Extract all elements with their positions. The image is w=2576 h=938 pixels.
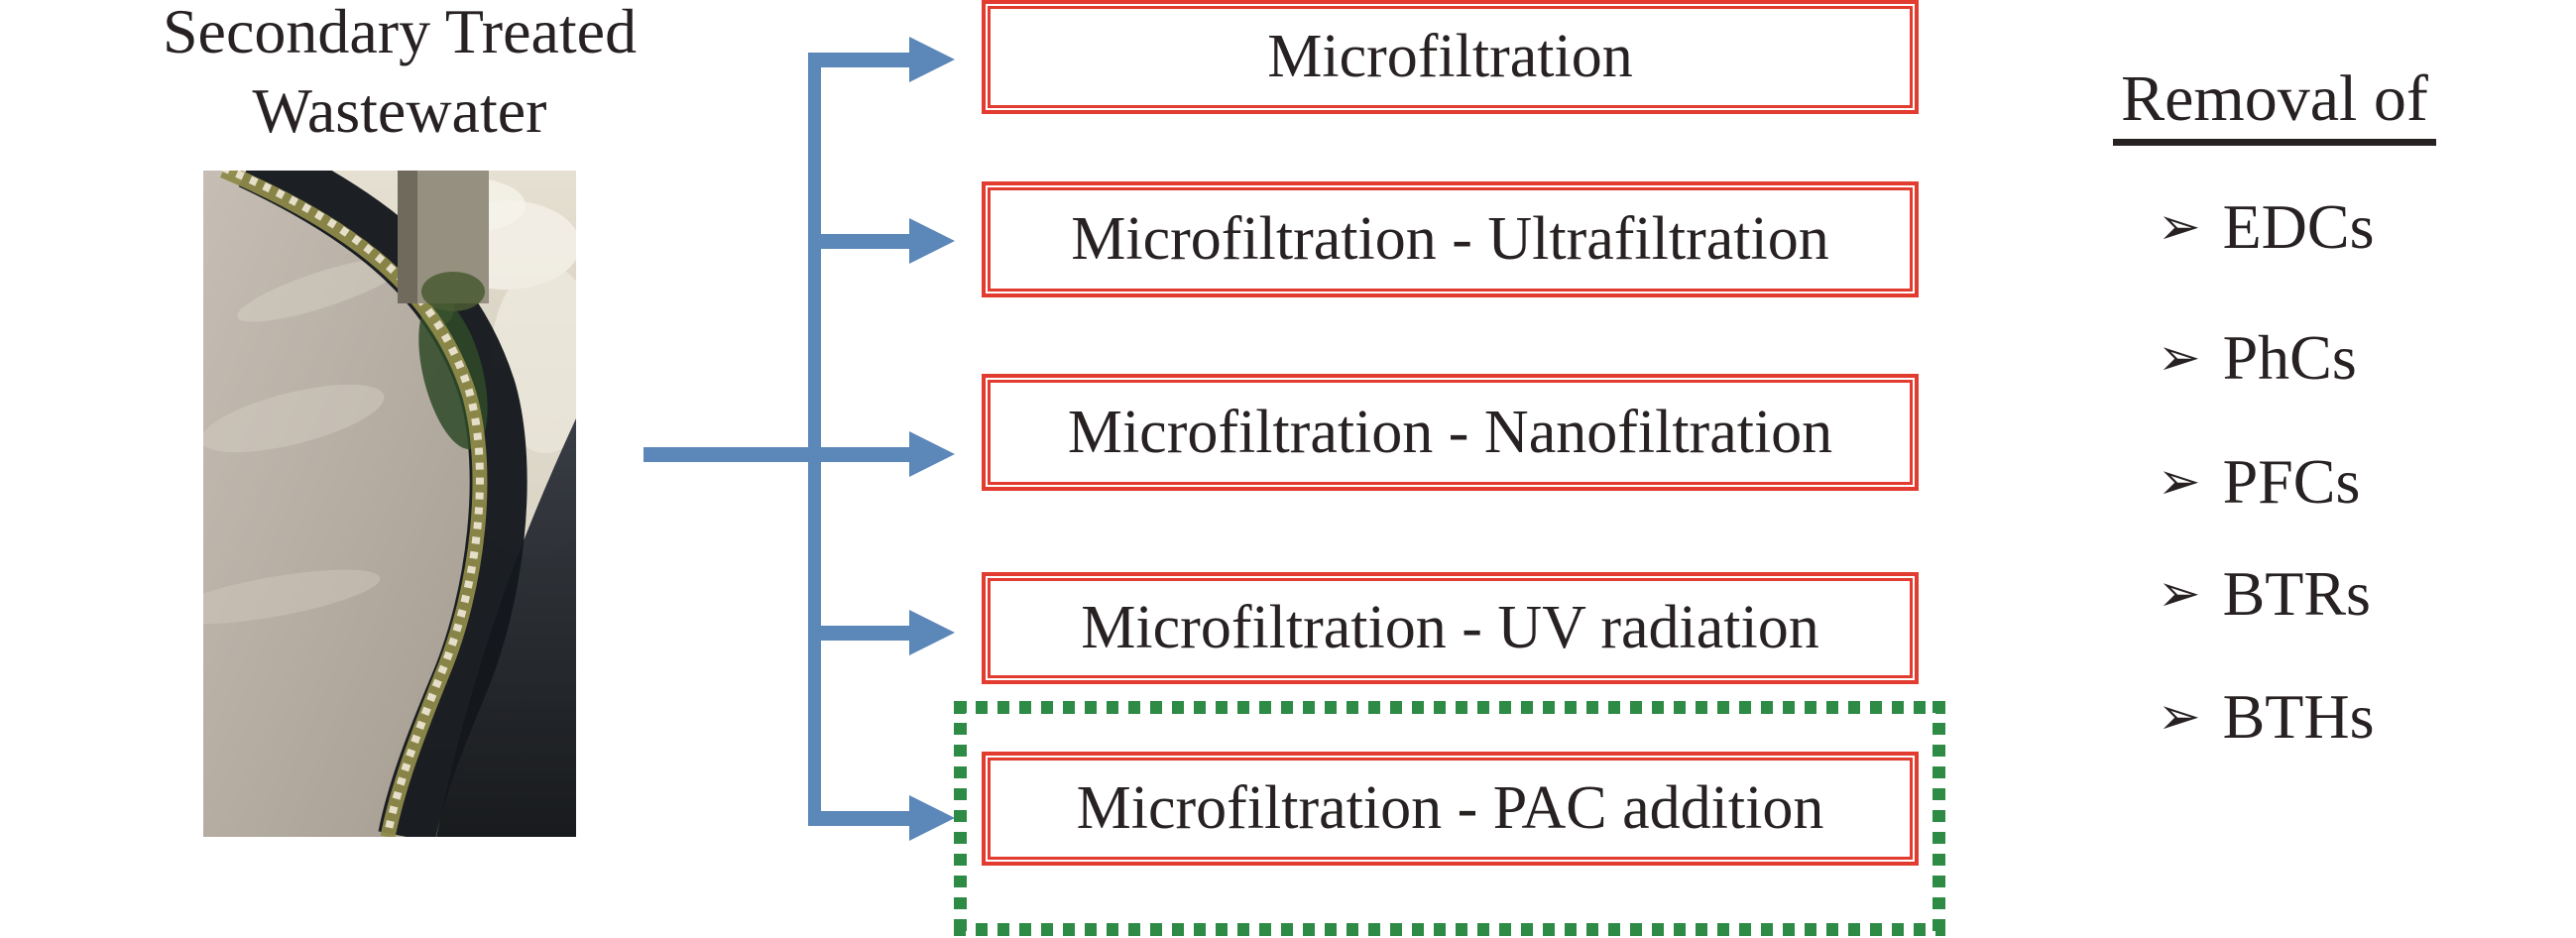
treatment-label: Microfiltration - PAC addition <box>1076 774 1824 842</box>
flow-arrow-5-head <box>909 795 955 841</box>
flow-arrow-5-shaft <box>808 811 909 826</box>
flow-arrow-2-shaft <box>808 234 909 249</box>
arrow-bullet-icon: ➢ <box>2158 687 2201 747</box>
removal-item-label: BTHs <box>2222 681 2375 752</box>
pac-highlight-left-edge <box>954 701 967 936</box>
arrow-bullet-icon: ➢ <box>2158 564 2201 624</box>
treatment-box-microfiltration: Microfiltration <box>982 0 1919 114</box>
flow-arrow-4-shaft <box>808 626 909 641</box>
removal-item-label: PhCs <box>2222 322 2357 393</box>
arrow-bullet-icon: ➢ <box>2158 328 2201 388</box>
treatment-label: Microfiltration <box>1267 23 1633 90</box>
flow-arrow-1-head <box>909 37 955 82</box>
treatment-label: Microfiltration - Ultrafiltration <box>1071 205 1829 273</box>
clarifier-photo-art <box>203 171 576 837</box>
pac-highlight-right-edge <box>1932 701 1945 936</box>
removal-heading-text: Removal of <box>2113 63 2436 146</box>
removal-item-pfcs: ➢ PFCs <box>2158 443 2360 521</box>
treatment-box-ultrafiltration: Microfiltration - Ultrafiltration <box>982 181 1919 297</box>
removal-item-bths: ➢ BTHs <box>2158 678 2374 756</box>
treatment-label: Microfiltration - UV radiation <box>1081 594 1819 661</box>
flow-arrow-2-head <box>909 218 955 264</box>
removal-item-edcs: ➢ EDCs <box>2158 188 2374 266</box>
removal-item-label: PFCs <box>2222 446 2361 517</box>
flow-arrow-4-head <box>909 610 955 655</box>
arrow-bullet-icon: ➢ <box>2158 452 2201 512</box>
treatment-label: Microfiltration - Nanofiltration <box>1067 398 1833 466</box>
removal-heading: Removal of <box>2094 63 2455 146</box>
treatment-box-inner: Microfiltration - Nanofiltration <box>988 380 1913 485</box>
feed-arrow-head <box>909 431 955 477</box>
treatment-box-inner: Microfiltration - PAC addition <box>988 758 1913 860</box>
removal-item-btrs: ➢ BTRs <box>2158 555 2371 633</box>
branch-trunk-line <box>808 53 821 826</box>
source-title-line2: Wastewater <box>252 75 547 146</box>
arrow-bullet-icon: ➢ <box>2158 197 2201 257</box>
pac-highlight-top-edge <box>954 701 1945 714</box>
flow-arrow-1-shaft <box>808 53 909 67</box>
pac-highlight-bottom-edge <box>954 923 1945 936</box>
treatment-box-inner: Microfiltration - Ultrafiltration <box>988 187 1913 292</box>
treatment-box-pac-addition: Microfiltration - PAC addition <box>982 752 1919 866</box>
treatment-box-nanofiltration: Microfiltration - Nanofiltration <box>982 374 1919 491</box>
treatment-box-uv-radiation: Microfiltration - UV radiation <box>982 572 1919 684</box>
removal-item-phcs: ➢ PhCs <box>2158 319 2357 397</box>
feed-arrow-shaft <box>644 447 909 462</box>
removal-item-label: BTRs <box>2222 558 2371 629</box>
source-title-line1: Secondary Treated <box>162 0 638 66</box>
source-title: Secondary Treated Wastewater <box>102 0 697 151</box>
clarifier-photo <box>203 171 576 837</box>
treatment-box-inner: Microfiltration <box>988 6 1913 108</box>
treatment-box-inner: Microfiltration - UV radiation <box>988 578 1913 678</box>
removal-item-label: EDCs <box>2222 191 2375 262</box>
pac-highlight-box <box>954 701 1945 936</box>
